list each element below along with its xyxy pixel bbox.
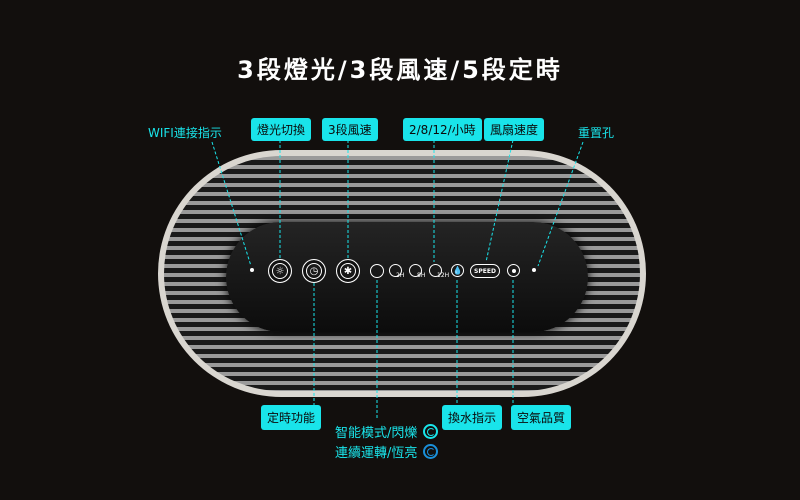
wifi-indicator-light	[250, 268, 254, 272]
timer-clock-button[interactable]: ◷	[302, 259, 326, 283]
label-water: 換水指示	[442, 405, 503, 430]
timer-12h-label: 12H	[437, 272, 450, 279]
speed-button[interactable]: SPEED	[470, 264, 500, 278]
label-timer-hours: 2/8/12/小時	[403, 118, 482, 141]
water-drop-icon: 💧	[451, 264, 464, 277]
light-toggle-button[interactable]: ☼	[268, 259, 292, 283]
air-quality-indicator	[507, 264, 520, 277]
timer-2h-icon	[389, 264, 402, 277]
fan-speed-button[interactable]: ✱	[336, 259, 360, 283]
label-wifi: WIFI連接指示	[148, 126, 222, 140]
legend-continuous: 連續運轉/恆亮	[335, 442, 439, 461]
continuous-mode-icon	[423, 444, 439, 459]
legend-smart-mode: 智能模式/閃爍	[335, 422, 439, 441]
timer-8h-icon	[409, 264, 422, 277]
timer-12h-icon	[429, 264, 442, 277]
timer-8h-label: 8H	[417, 272, 426, 279]
legend-continuous-text: 連續運轉/恆亮	[335, 446, 418, 461]
smart-mode-icon	[370, 264, 384, 278]
legend-smart-mode-text: 智能模式/閃爍	[335, 426, 418, 441]
grille	[164, 156, 640, 391]
page-title: 3段燈光/3段風速/5段定時	[237, 56, 563, 84]
timer-2h-label: 2H	[396, 272, 405, 279]
label-light: 燈光切換	[251, 118, 312, 141]
reset-hole[interactable]	[532, 268, 536, 272]
label-reset: 重置孔	[578, 126, 615, 140]
label-fan-levels: 3段風速	[322, 118, 378, 141]
smart-mode-icon	[423, 424, 439, 439]
label-fan-speed: 風扇速度	[484, 118, 545, 141]
label-timer: 定時功能	[261, 405, 322, 430]
label-air: 空氣品質	[511, 405, 572, 430]
